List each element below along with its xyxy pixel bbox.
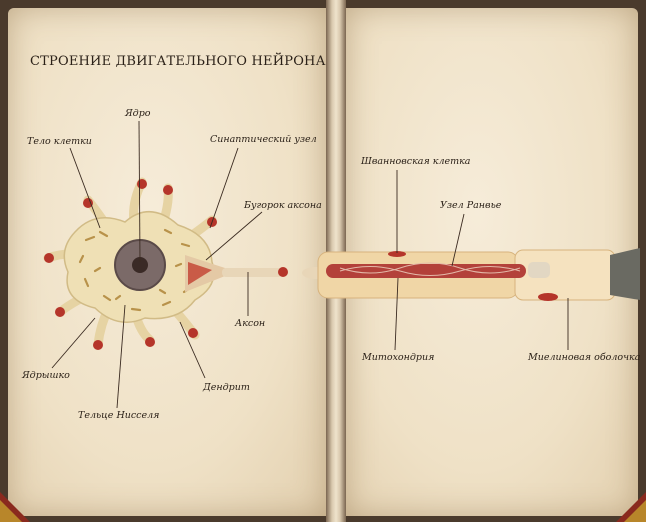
label-node-of-ranvier: Узел Ранвье xyxy=(440,200,501,211)
label-axon: Аксон xyxy=(235,318,265,329)
label-schwann-cell: Шванновская клетка xyxy=(361,156,470,167)
label-nucleus: Ядро xyxy=(125,108,151,119)
label-nucleolus: Ядрышко xyxy=(22,370,70,381)
label-nissl-bodies: Тельце Нисселя xyxy=(78,410,159,421)
label-dendrite: Дендрит xyxy=(203,382,250,393)
label-synaptic-knob: Синаптический узел xyxy=(210,134,317,145)
label-axon-hillock: Бугорок аксона xyxy=(244,200,322,211)
myelin-sheath-nucleus xyxy=(538,293,558,301)
label-cell-body: Тело клетки xyxy=(27,136,92,147)
axon xyxy=(222,268,282,277)
myelinated-axon xyxy=(302,248,640,301)
label-mitochondria: Митохондрия xyxy=(362,352,434,363)
axon-end xyxy=(278,267,288,277)
label-myelin-sheath: Миелиновая оболочка xyxy=(528,352,640,363)
